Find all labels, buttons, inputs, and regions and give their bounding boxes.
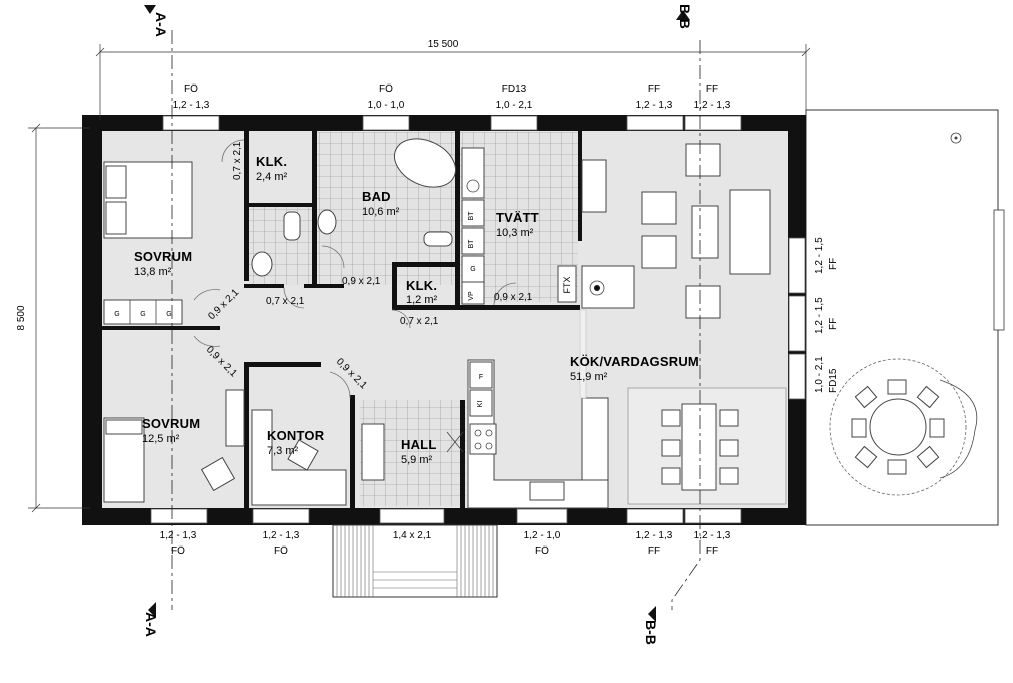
fixture-g: G (470, 266, 475, 273)
height-dimension: 8 500 (16, 305, 27, 330)
door-klk2: 0,7 x 2,1 (400, 316, 439, 327)
window-type: FF (648, 546, 660, 557)
window-type: FF (706, 546, 718, 557)
window-type: FF (828, 318, 839, 330)
room-kontor-area: 7,3 m² (267, 445, 299, 457)
window-type: FF (706, 84, 718, 95)
window-size: 1,2 - 1,3 (694, 100, 731, 111)
fixture-g: G (140, 311, 145, 318)
window-openings (150, 115, 806, 524)
window-size: 1,2 - 1,3 (173, 100, 210, 111)
window-size: 1,2 - 1,3 (160, 530, 197, 541)
window-labels-right: 1,2 - 1,5 FF 1,2 - 1,5 FF 1,0 - 2,1 FD15 (814, 237, 839, 393)
door-swings (193, 139, 517, 558)
window-type: FD15 (828, 368, 839, 393)
room-klk-2-area: 1,2 m² (406, 294, 438, 306)
window-type: FÖ (535, 545, 549, 557)
window-size: 1,2 - 1,5 (814, 237, 825, 274)
window-type: FF (828, 258, 839, 270)
room-klk-1-area: 2,4 m² (256, 171, 288, 183)
window-size: 1,0 - 2,1 (496, 100, 533, 111)
window-size: 1,2 - 1,5 (814, 297, 825, 334)
window-size: 1,0 - 1,0 (368, 100, 405, 111)
section-a-bottom: A-A (143, 612, 159, 637)
window-labels-top: FÖ 1,2 - 1,3 FÖ 1,0 - 1,0 FD13 1,0 - 2,1… (173, 83, 731, 111)
room-tvatt-name: TVÄTT (496, 210, 539, 225)
section-b-bottom: B-B (643, 620, 659, 645)
window-size: 1,2 - 1,3 (263, 530, 300, 541)
room-klk-1-name: KLK. (256, 154, 287, 169)
room-sovrum-1-name: SOVRUM (134, 249, 192, 264)
section-a-top: A-A (153, 12, 169, 37)
window-type: FD13 (502, 84, 527, 95)
fixture-g: G (114, 311, 119, 318)
room-kontor-name: KONTOR (267, 428, 325, 443)
fixture-bt: BT (468, 211, 475, 221)
door-size: 1,4 x 2,1 (393, 530, 432, 541)
section-arrows (144, 5, 690, 622)
terrace (805, 109, 1005, 526)
room-labels: SOVRUM 13,8 m² SOVRUM 12,5 m² KLK. 2,4 m… (134, 154, 699, 466)
window-type: FÖ (171, 545, 185, 557)
room-hall-area: 5,9 m² (401, 454, 433, 466)
exterior-walls (82, 115, 806, 525)
room-klk-2-name: KLK. (406, 278, 437, 293)
room-sovrum-1-area: 13,8 m² (134, 266, 172, 278)
window-size: 1,0 - 2,1 (814, 356, 825, 393)
fixture-f: F (479, 374, 483, 381)
section-b-top: B-B (677, 4, 693, 29)
fixture-ki: KI (477, 401, 484, 408)
entrance-steps (332, 524, 498, 598)
room-bad-name: BAD (362, 189, 391, 204)
interior-walls (100, 131, 582, 508)
fixture-ftx: FTX (562, 277, 572, 294)
room-sovrum-2-area: 12,5 m² (142, 433, 180, 445)
door-klk1: 0,7 x 2,1 (232, 141, 243, 180)
door-tvatt: 0,9 x 2,1 (494, 292, 533, 303)
window-size: 1,2 - 1,0 (524, 530, 561, 541)
window-type: FÖ (379, 83, 393, 95)
window-type: FÖ (184, 83, 198, 95)
width-dimension: 15 500 (428, 39, 459, 50)
window-labels-bottom: 1,2 - 1,3 FÖ 1,2 - 1,3 FÖ 1,4 x 2,1 1,2 … (160, 530, 731, 557)
dimension-lines (28, 44, 811, 513)
furniture (103, 138, 787, 509)
fixture-bt: BT (468, 239, 475, 249)
room-bad-area: 10,6 m² (362, 206, 400, 218)
door-bad-klk: 0,9 x 2,1 (342, 276, 381, 287)
fixture-labels: G G G G VP FTX F KI BT BT (114, 211, 572, 408)
window-type: FF (648, 84, 660, 95)
fixture-g: G (166, 311, 171, 318)
window-type: FÖ (274, 545, 288, 557)
door-bad-hall: 0,7 x 2,1 (266, 296, 305, 307)
room-kok-name: KÖK/VARDAGSRUM (570, 354, 699, 369)
section-lines (171, 30, 701, 610)
room-sovrum-2-name: SOVRUM (142, 416, 200, 431)
room-tvatt-area: 10,3 m² (496, 227, 534, 239)
window-size: 1,2 - 1,3 (694, 530, 731, 541)
window-size: 1,2 - 1,3 (636, 100, 673, 111)
fixture-vp: VP (468, 291, 475, 301)
room-kok-area: 51,9 m² (570, 371, 608, 383)
room-hall-name: HALL (401, 437, 436, 452)
window-size: 1,2 - 1,3 (636, 530, 673, 541)
